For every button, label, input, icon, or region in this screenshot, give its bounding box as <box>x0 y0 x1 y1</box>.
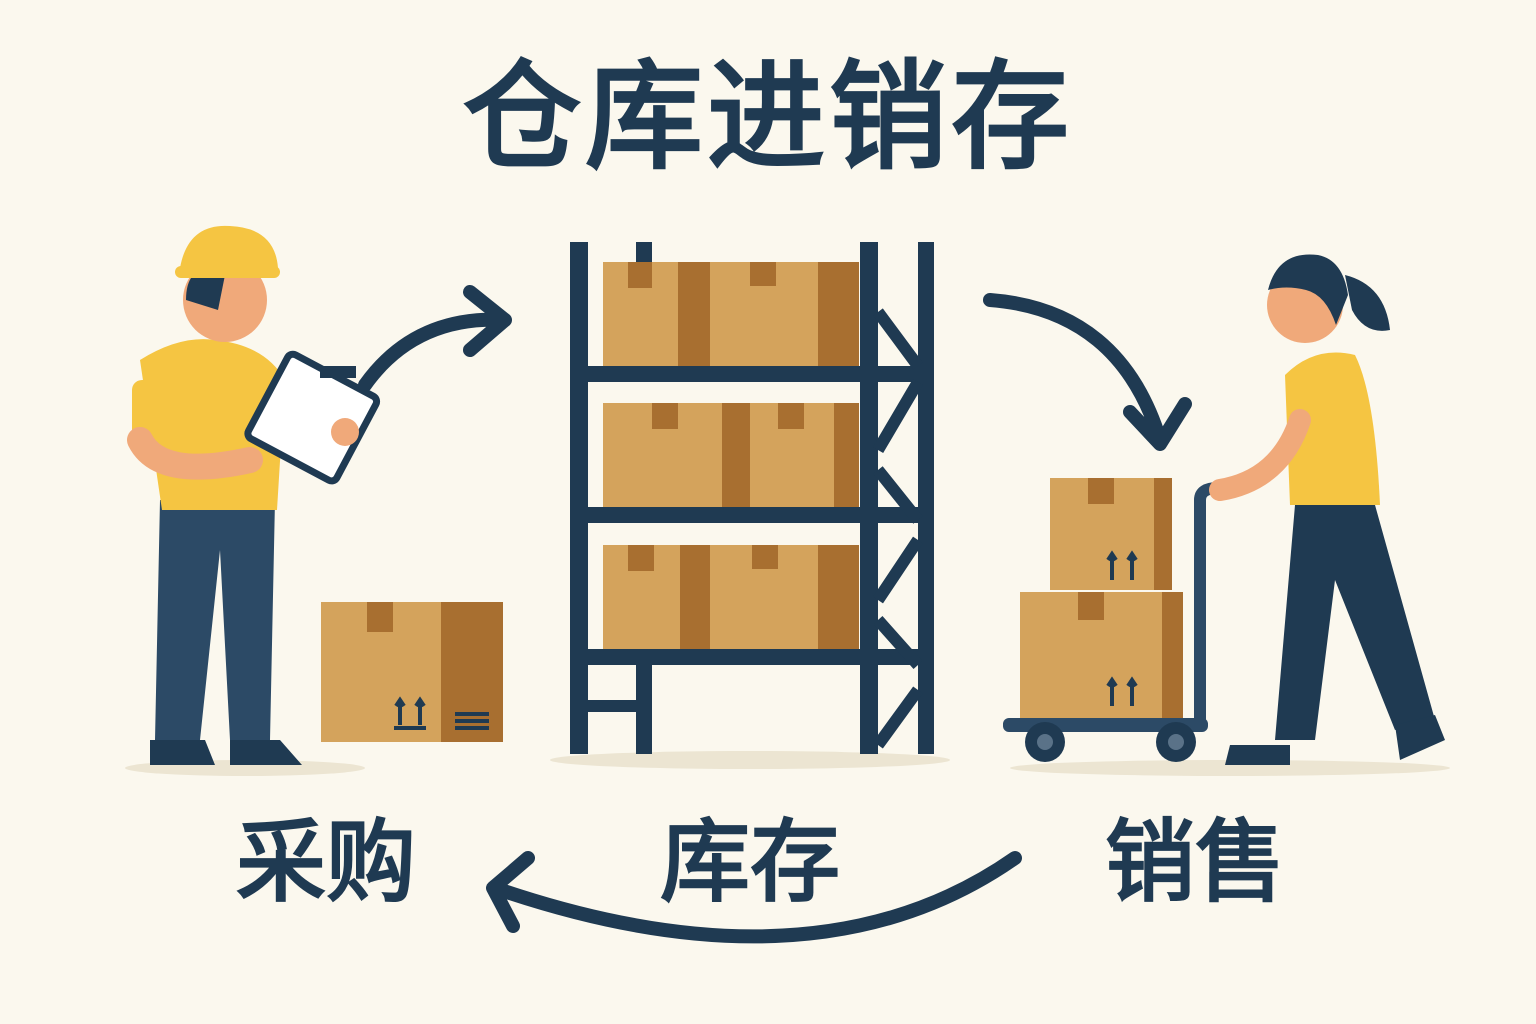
shelf-icon <box>570 242 934 754</box>
worker-with-cart-icon <box>1003 254 1445 765</box>
arrow-to-inventory-icon <box>358 285 512 392</box>
purchase-label: 采购 <box>236 810 416 915</box>
worker-with-clipboard-icon <box>127 225 381 765</box>
page-title: 仓库进销存 <box>462 48 1073 186</box>
ground-shadow <box>550 751 950 769</box>
cardboard-box-icon <box>321 602 503 742</box>
sales-label: 销售 <box>1105 810 1285 915</box>
arrow-to-sales-icon <box>983 293 1192 451</box>
arrow-to-purchase-icon <box>486 851 1022 944</box>
ground-shadow <box>1010 760 1450 776</box>
inventory-label: 库存 <box>660 810 840 915</box>
